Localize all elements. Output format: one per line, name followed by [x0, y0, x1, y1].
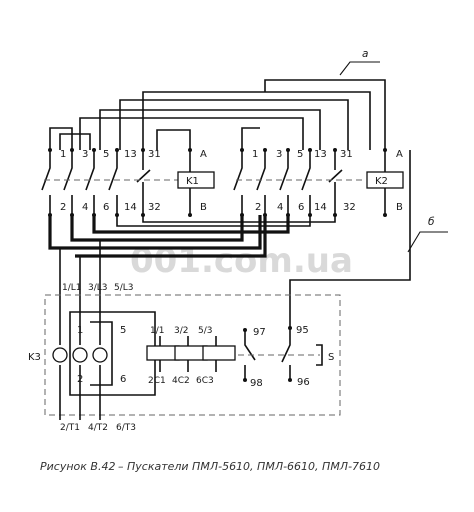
relay-output-3: 6/T3	[116, 423, 136, 433]
relay-output-1: 2/T1	[60, 423, 80, 433]
bimetal-1: 1/1	[150, 326, 164, 336]
k1-terminal-31: 31	[148, 149, 161, 160]
aux-97: 97	[253, 327, 266, 338]
power-crossover	[48, 215, 336, 300]
k1-coil-a: A	[200, 149, 207, 160]
contactor-k2: 1 3 5 13 31 A K2 2 4 6 14 32 B	[233, 148, 404, 217]
k2-coil-box	[366, 171, 404, 189]
k2-terminal-5: 5	[297, 149, 303, 160]
k1-terminal-13: 13	[124, 149, 137, 160]
k1-terminal-2: 2	[60, 202, 66, 213]
k1-coil-box	[177, 171, 215, 189]
k1-coil-b: B	[200, 202, 207, 213]
heater-3	[92, 347, 108, 363]
aux-95: 95	[296, 325, 309, 336]
heater-2	[72, 347, 88, 363]
relay-input-3: 5/L3	[114, 283, 134, 293]
k1-terminal-1: 1	[60, 149, 66, 160]
k2-terminal-31: 31	[340, 149, 353, 160]
thermal-relay-k3: 1/L1 3/L3 5/L3 K3 1 2 5 6 1/1 3/2 5/3 2C…	[28, 283, 341, 433]
svg-text:6: 6	[120, 374, 126, 385]
svg-text:2: 2	[77, 374, 83, 385]
k2-terminal-2: 2	[255, 202, 261, 213]
svg-text:1: 1	[77, 325, 83, 336]
k1-terminal-32: 32	[148, 202, 161, 213]
bimetal-3: 5/3	[198, 326, 212, 336]
k2-terminal-14: 14	[314, 202, 327, 213]
k2-terminal-13: 13	[314, 149, 327, 160]
k1-terminal-3: 3	[82, 149, 88, 160]
relay-label: K3	[28, 352, 41, 363]
heater-1	[52, 347, 68, 363]
k1-terminal-5: 5	[103, 149, 109, 160]
figure-caption: – Пускатели ПМЛ-5610, ПМЛ-6610, ПМЛ-7610	[118, 460, 380, 473]
aux-98: 98	[250, 378, 263, 389]
relay-input-1: 1/L1	[62, 283, 82, 293]
figure-number: Рисунок В.42	[40, 460, 115, 473]
k2-terminal-6: 6	[298, 202, 304, 213]
reset-label: S	[328, 352, 334, 363]
k2-coil-b: B	[396, 202, 403, 213]
k2-terminal-1: 1	[252, 149, 258, 160]
relay-enclosure	[44, 294, 341, 416]
svg-text:а: а	[362, 48, 368, 60]
k2-coil-a: A	[396, 149, 403, 160]
callout-a: а	[339, 48, 380, 76]
interconnect-wires	[49, 79, 386, 150]
k1-terminal-4: 4	[82, 202, 88, 213]
k2-terminal-3: 3	[276, 149, 282, 160]
k2-terminal-4: 4	[277, 202, 283, 213]
svg-text:4C2: 4C2	[172, 376, 190, 386]
k2-terminal-32: 32	[343, 202, 356, 213]
k1-terminal-6: 6	[103, 202, 109, 213]
svg-text:K2: K2	[375, 176, 388, 187]
svg-text:5: 5	[120, 325, 126, 336]
svg-text:6C3: 6C3	[196, 376, 214, 386]
svg-text:K1: K1	[186, 176, 199, 187]
bimetal-2: 3/2	[174, 326, 188, 336]
relay-input-2: 3/L3	[88, 283, 108, 293]
relay-output-2: 4/T2	[88, 423, 108, 433]
contactor-k1: 1 3 5 13 31 A K1 2 4 6 14 32 B	[41, 148, 215, 217]
svg-text:б: б	[428, 216, 435, 228]
k1-terminal-14: 14	[124, 202, 137, 213]
svg-text:2C1: 2C1	[148, 376, 166, 386]
aux-96: 96	[297, 377, 310, 388]
